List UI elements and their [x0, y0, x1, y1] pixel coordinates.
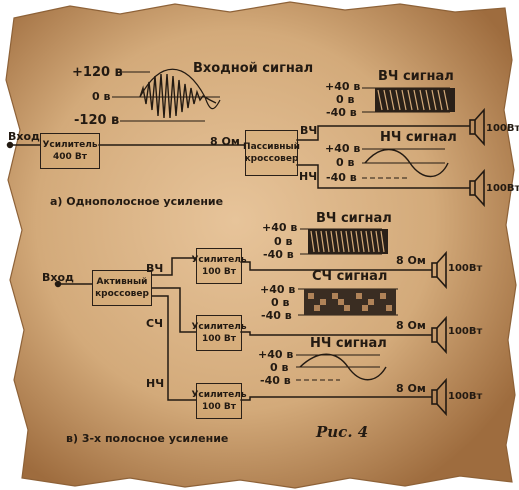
b-hf-v-zero: 0 в: [274, 235, 293, 248]
a-hf-burst-pattern: [377, 89, 449, 111]
b-hf-burst-pattern: [310, 230, 385, 253]
a-hf-speaker-power: 100Вт: [486, 123, 519, 134]
a-lf-speaker-power: 100Вт: [486, 183, 519, 194]
b-mf-tag: СЧ: [146, 317, 163, 330]
b-hf-amp-output-wire: [240, 261, 432, 271]
a-crossover-label-1: Пассивный: [243, 142, 300, 152]
b-amplifier-mf-label-1: Усилитель: [191, 322, 247, 332]
figure-label: Рис. 4: [316, 423, 369, 441]
b-mf-v-zero: 0 в: [271, 296, 290, 309]
b-hf-v-plus: +40 в: [262, 221, 298, 234]
b-amplifier-mf-block: Усилитель 100 Вт: [191, 315, 247, 351]
a-hf-v-zero: 0 в: [336, 93, 355, 106]
b-lf-signal-title: НЧ сигнал: [310, 336, 387, 351]
a-lf-v-minus: -40 в: [326, 171, 357, 184]
a-amplifier-label-2: 400 Вт: [53, 152, 87, 162]
torn-paper-background: [5, 1, 517, 489]
a-input-v-zero: 0 в: [92, 90, 111, 103]
a-amplifier-label-1: Усилитель: [42, 140, 98, 150]
b-hf-signal-title: ВЧ сигнал: [316, 211, 392, 226]
b-hf-tag: ВЧ: [146, 262, 164, 275]
a-hf-speaker-icon: [469, 107, 485, 147]
b-amplifier-hf-label-2: 100 Вт: [202, 267, 236, 277]
b-amplifier-mf-label-2: 100 Вт: [202, 334, 236, 344]
b-amplifier-lf-block: Усилитель 100 Вт: [191, 383, 247, 419]
b-amplifier-hf-block: Усилитель 100 Вт: [191, 248, 247, 284]
b-hf-branch-wire: [152, 257, 196, 276]
a-hf-signal-title: ВЧ сигнал: [378, 69, 454, 84]
b-lf-speaker-power: 100Вт: [448, 391, 483, 402]
b-amplifier-hf-label-1: Усилитель: [191, 255, 247, 265]
a-input-waveform: [139, 73, 217, 119]
b-caption: в) 3-х полосное усиление: [66, 432, 229, 445]
b-crossover-label-2: кроссовер: [95, 289, 149, 299]
a-lf-output-wire: [296, 164, 470, 189]
a-input-v-plus: +120 в: [72, 65, 123, 80]
b-hf-speaker-power: 100Вт: [448, 263, 483, 274]
b-input-label: Вход: [42, 271, 74, 284]
b-mf-signal-title: СЧ сигнал: [312, 269, 388, 284]
b-hf-speaker-icon: [431, 250, 447, 290]
b-crossover-label-1: Активный: [96, 277, 148, 287]
b-mf-speaker-power: 100Вт: [448, 326, 483, 337]
a-hf-output-wire: [296, 125, 470, 141]
a-hf-v-minus: -40 в: [326, 106, 357, 119]
a-lf-v-zero: 0 в: [336, 156, 355, 169]
b-amplifier-lf-label-1: Усилитель: [191, 390, 247, 400]
b-lf-impedance: 8 Ом: [396, 382, 426, 395]
b-hf-v-minus: -40 в: [263, 248, 294, 261]
a-input-label: Вход: [8, 130, 40, 143]
b-hf-impedance: 8 Ом: [396, 254, 426, 267]
b-input-terminal: [54, 280, 62, 288]
b-lf-speaker-icon: [431, 377, 447, 417]
a-passive-crossover-block: Пассивный кроссовер: [243, 130, 300, 176]
a-lf-waveform: [364, 148, 449, 178]
a-crossover-label-2: кроссовер: [244, 154, 299, 164]
b-amplifier-lf-label-2: 100 Вт: [202, 402, 236, 412]
b-lf-v-zero: 0 в: [270, 361, 289, 374]
b-mf-burst: [304, 289, 396, 315]
b-mf-amp-output-wire: [240, 331, 432, 336]
b-lf-waveform: [299, 353, 387, 381]
a-lf-speaker-icon: [469, 168, 485, 208]
a-lf-v-plus: +40 в: [325, 142, 361, 155]
b-lf-v-minus: -40 в: [260, 374, 291, 387]
a-hf-burst: [375, 88, 455, 112]
b-lf-amp-output-wire: [240, 396, 432, 401]
b-mf-v-minus: -40 в: [261, 309, 292, 322]
a-lf-signal-title: НЧ сигнал: [380, 130, 457, 145]
a-input-envelope: [139, 68, 221, 110]
a-input-terminal: [6, 141, 14, 149]
b-lf-branch-wire: [152, 295, 196, 401]
b-mf-speaker-icon: [431, 315, 447, 355]
b-lf-v-plus: +40 в: [258, 348, 294, 361]
b-mf-burst-pattern: [308, 293, 392, 311]
a-input-v-minus: -120 в: [74, 113, 120, 128]
a-input-signal-title: Входной сигнал: [193, 61, 314, 76]
b-lf-tag: НЧ: [146, 377, 165, 390]
a-impedance-label: 8 Ом: [210, 135, 240, 148]
a-hf-v-plus: +40 в: [325, 80, 361, 93]
a-amplifier-block: Усилитель 400 Вт: [40, 133, 100, 169]
b-mf-v-plus: +40 в: [260, 283, 296, 296]
b-mf-impedance: 8 Ом: [396, 319, 426, 332]
a-hf-tag: ВЧ: [300, 124, 318, 137]
a-caption: а) Однополосное усиление: [50, 195, 224, 208]
a-lf-tag: НЧ: [299, 170, 318, 183]
b-mf-branch-wire: [152, 287, 196, 333]
b-active-crossover-block: Активный кроссовер: [92, 270, 152, 306]
